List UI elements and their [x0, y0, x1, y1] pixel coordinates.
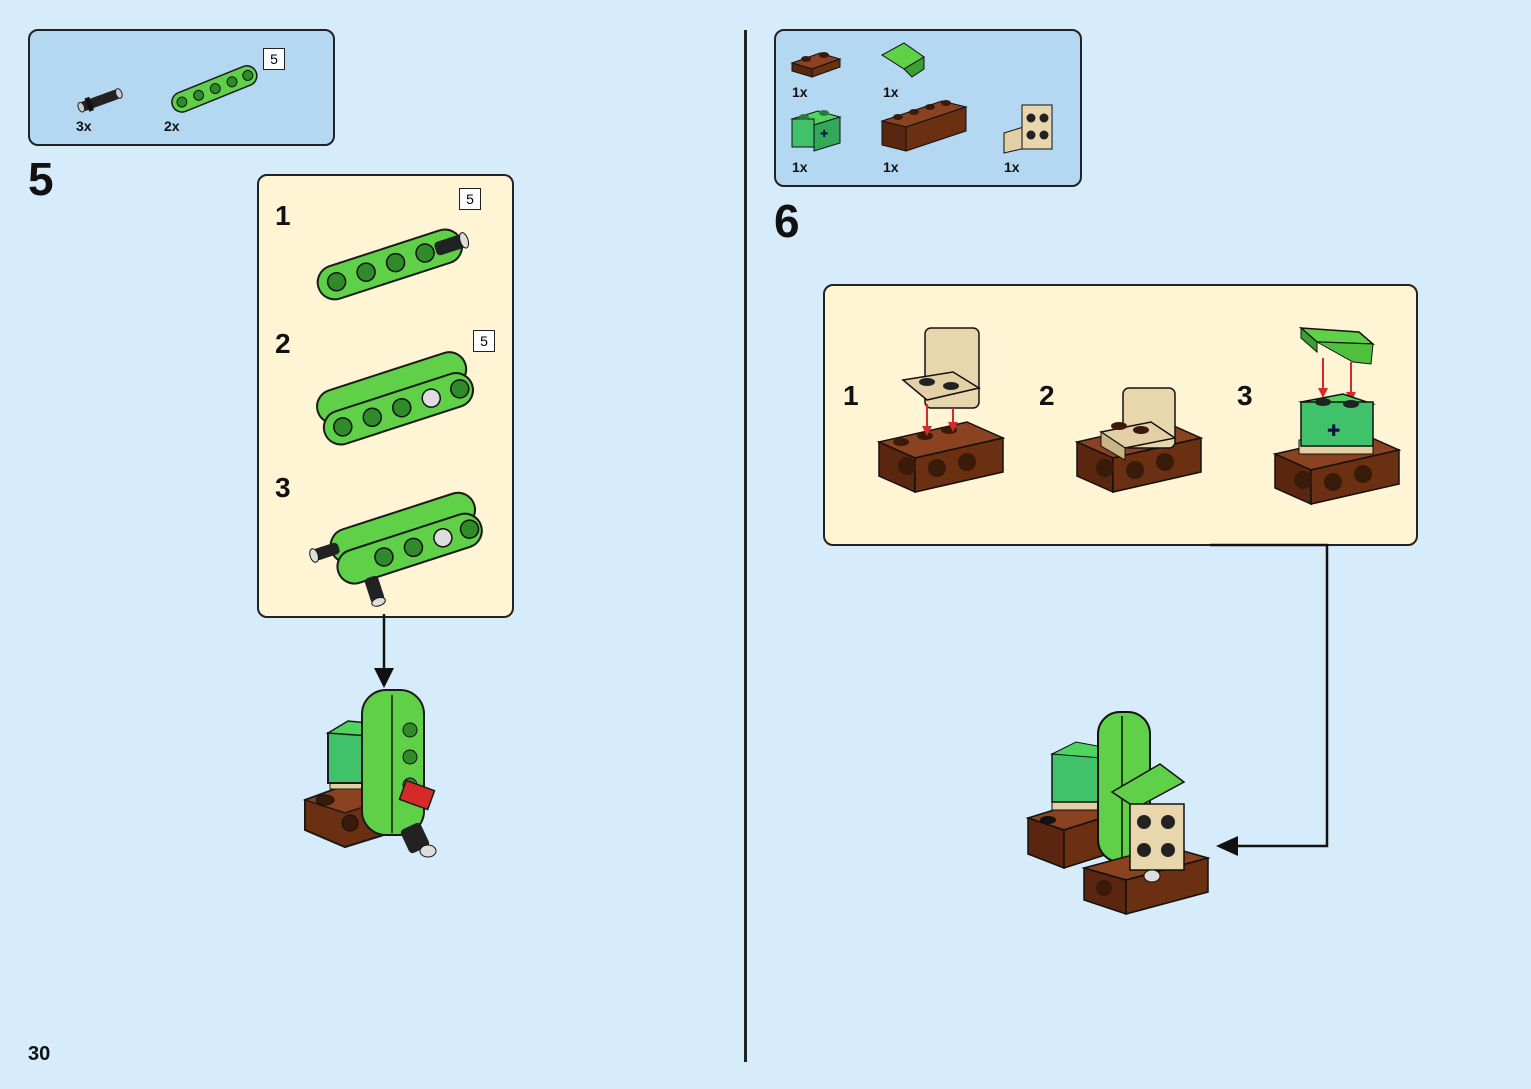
- substep-number: 2: [275, 328, 291, 359]
- beam-length-badge: 5: [263, 48, 285, 70]
- brown-plate-icon: [790, 52, 842, 78]
- part-qty: 3x: [76, 118, 92, 134]
- substep-number: 2: [1039, 380, 1055, 411]
- brown-technic-brick-icon: [880, 100, 968, 152]
- beams-with-pins-illustration: [309, 491, 483, 607]
- beam-length-badge: 5: [473, 330, 495, 352]
- black-pin-icon: [77, 88, 123, 113]
- beam-length-badge: 5: [459, 188, 481, 210]
- bracket-attached-illustration: [1074, 387, 1204, 494]
- step-number: 6: [774, 195, 800, 247]
- part-qty: 1x: [792, 159, 808, 175]
- step5-assembly-illustration: [302, 689, 437, 858]
- step6-substeps-box: 1 2 3: [823, 284, 1418, 546]
- part-qty: 1x: [883, 84, 899, 100]
- page-divider: [744, 30, 747, 1062]
- substep-number: 3: [275, 472, 291, 503]
- substep-number: 3: [1237, 380, 1253, 411]
- substep-number: 1: [275, 200, 291, 231]
- green-slope-icon: [881, 42, 925, 78]
- green-brick-icon: ✚: [790, 110, 842, 152]
- bracket-onto-brick-illustration: [876, 327, 1006, 494]
- down-arrow-icon: [374, 614, 394, 688]
- step5-parts-box: 5 3x 2x: [28, 29, 335, 146]
- step-number: 5: [28, 153, 54, 205]
- part-qty: 1x: [1004, 159, 1020, 175]
- tan-bracket-icon: [1003, 104, 1053, 154]
- part-qty: 1x: [883, 159, 899, 175]
- step6-parts-box: ✚ 1x 1x 1x 1x 1x: [774, 29, 1082, 187]
- part-qty: 1x: [792, 84, 808, 100]
- substep-number: 1: [843, 380, 859, 411]
- connector-arrow-icon: [1210, 543, 1329, 856]
- two-beams-illustration: [316, 351, 474, 446]
- svg-text:✚: ✚: [1327, 421, 1340, 440]
- step5-substeps-box: 1 5 2 5 3: [257, 174, 514, 618]
- page-number: 30: [28, 1043, 51, 1065]
- svg-text:✚: ✚: [820, 129, 828, 140]
- part-qty: 2x: [164, 118, 180, 134]
- step6-assembly-illustration: [1025, 711, 1211, 916]
- green-brick-and-slope-illustration: ✚: [1272, 326, 1402, 506]
- green-beam-icon: [171, 65, 258, 113]
- beam-with-pin-illustration: [316, 228, 470, 301]
